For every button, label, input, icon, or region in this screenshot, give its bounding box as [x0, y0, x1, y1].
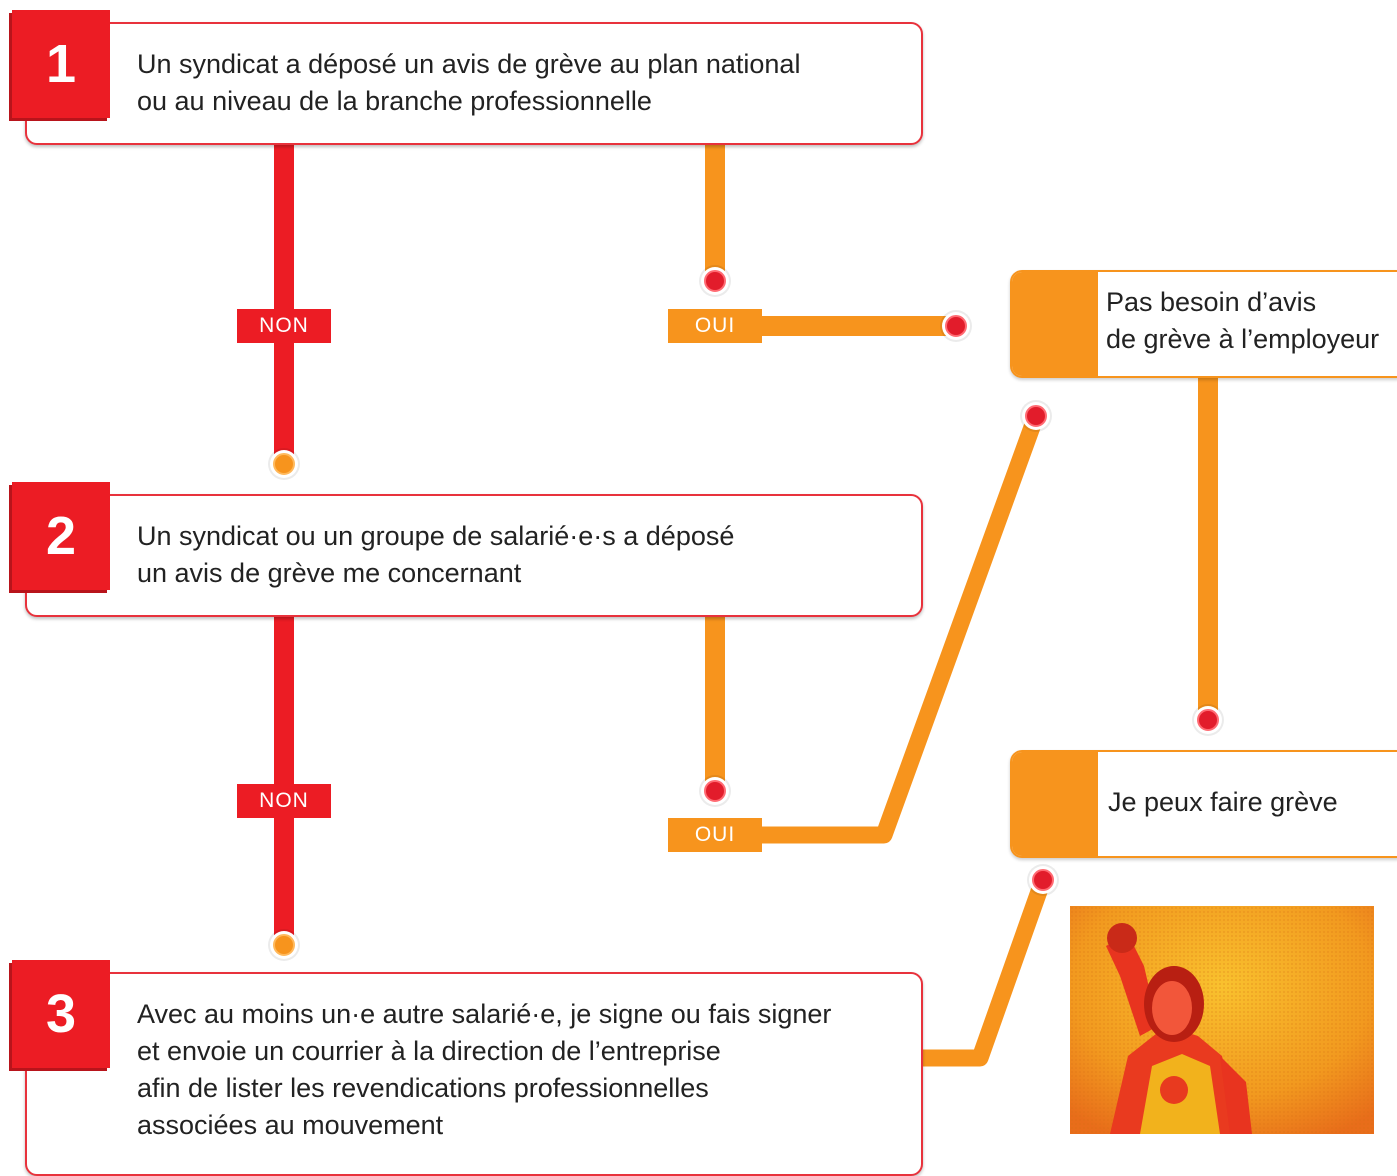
result-no-notice-text: Pas besoin d’avis de grève à l’employeur	[1106, 287, 1380, 354]
result-no-notice-box: Pas besoin d’avis de grève à l’employeur	[1010, 270, 1397, 378]
result-no-notice-tab	[1012, 272, 1098, 376]
connector-step3-to-can-strike	[920, 877, 1052, 1067]
diagonal-2-end-dot	[1032, 869, 1054, 891]
diagonal-1-end-dot	[1025, 405, 1047, 427]
no-1-end-dot	[273, 453, 295, 475]
result-connector-end-dot	[1197, 709, 1219, 731]
step-3-number: 3	[12, 960, 110, 1068]
step-3-box: Avec au moins un·e autre salarié·e, je s…	[25, 972, 923, 1176]
no-2-end-dot	[273, 934, 295, 956]
result-can-strike-text: Je peux faire grève	[1108, 787, 1338, 817]
no-label-1: NON	[237, 309, 331, 343]
step-1-number: 1	[12, 10, 110, 118]
no-line-2	[274, 612, 294, 944]
step-2-text: Un syndicat ou un groupe de salarié·e·s …	[137, 521, 735, 588]
step-3-text: Avec au moins un·e autre salarié·e, je s…	[137, 999, 832, 1140]
result-connector	[1198, 372, 1218, 720]
step-1-box: Un syndicat a déposé un avis de grève au…	[25, 22, 923, 145]
yes-2-end-dot	[704, 780, 726, 802]
yes-label-1: OUI	[668, 309, 762, 343]
yes-line-2	[705, 612, 725, 790]
step-2-number: 2	[12, 482, 110, 590]
protester-photo	[1070, 906, 1374, 1134]
step-1-text: Un syndicat a déposé un avis de grève au…	[137, 49, 801, 116]
result-can-strike-tab	[1012, 752, 1098, 856]
no-label-2: NON	[237, 784, 331, 818]
connector-oui2-to-no-notice	[762, 413, 1044, 844]
yes-label-2: OUI	[668, 818, 762, 852]
yes-1-horizontal-end-dot	[945, 315, 967, 337]
step-2-box: Un syndicat ou un groupe de salarié·e·s …	[25, 494, 923, 617]
no-line-1	[274, 140, 294, 462]
yes-line-1-horizontal	[760, 316, 956, 336]
result-can-strike-box: Je peux faire grève	[1010, 750, 1397, 858]
yes-line-1	[705, 140, 725, 280]
yes-1-end-dot	[704, 270, 726, 292]
